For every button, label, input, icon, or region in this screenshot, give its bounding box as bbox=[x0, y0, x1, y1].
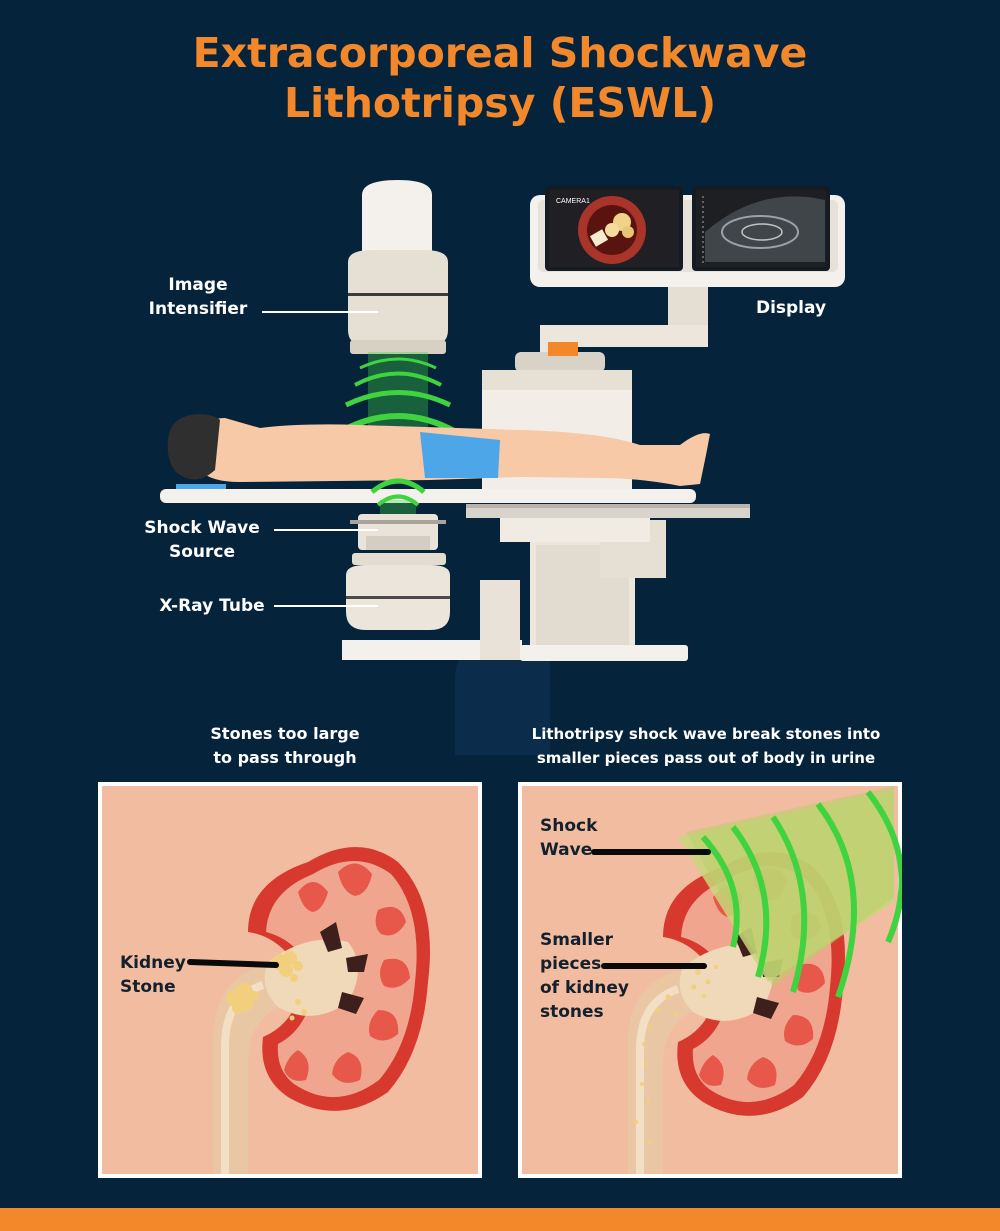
camera-label: CAMERA1 bbox=[556, 198, 590, 205]
smaller-stone-pieces bbox=[634, 965, 718, 1144]
background-watermark-shape bbox=[455, 640, 550, 755]
xray-tube bbox=[346, 553, 450, 630]
left-kidney-stones bbox=[226, 951, 307, 1021]
kidney-stone-leader bbox=[187, 959, 279, 968]
label-image-intensifier-line2: Intensifier bbox=[148, 299, 248, 319]
label-smaller-pieces: Smaller pieces of kidney stones bbox=[540, 928, 629, 1024]
label-smaller-pieces-line3: of kidney bbox=[540, 978, 630, 998]
upper-wave-beam bbox=[338, 352, 458, 437]
label-display: Display bbox=[755, 298, 827, 318]
label-image-intensifier-line1: Image bbox=[168, 275, 228, 295]
right-panel-caption: Lithotripsy shock wave break stones into… bbox=[506, 722, 906, 770]
treatment-table bbox=[160, 489, 750, 542]
patient bbox=[167, 414, 710, 492]
left-panel-caption-line2: to pass through bbox=[213, 748, 357, 767]
label-shock-wave-line1: Shock bbox=[540, 816, 598, 836]
shock-wave-beam bbox=[678, 786, 902, 998]
left-kidney-panel bbox=[98, 782, 482, 1178]
shock-wave-source bbox=[350, 478, 446, 550]
image-intensifier bbox=[348, 180, 448, 354]
label-smaller-pieces-line1: Smaller bbox=[540, 930, 613, 950]
label-image-intensifier: Image Intensifier bbox=[140, 273, 256, 321]
label-kidney-stone: Kidney Stone bbox=[120, 951, 186, 999]
label-kidney-stone-line2: Stone bbox=[120, 977, 176, 997]
right-panel-caption-line2: smaller pieces pass out of body in urine bbox=[536, 749, 876, 767]
label-shock-wave: Shock Wave bbox=[540, 814, 597, 862]
title-line-1: Extracorporeal Shockwave bbox=[192, 29, 808, 77]
label-shock-wave-source: Shock Wave Source bbox=[140, 516, 264, 564]
eswl-machine-illustration: CAMERA1 bbox=[160, 180, 845, 755]
footer-bar bbox=[0, 1208, 1000, 1231]
ultrasound-view bbox=[705, 196, 825, 262]
left-panel-caption: Stones too large to pass through bbox=[150, 722, 420, 770]
label-shock-wave-source-line1: Shock Wave bbox=[144, 518, 260, 538]
label-kidney-stone-line1: Kidney bbox=[120, 953, 186, 973]
title-line-2: Lithotripsy (ESWL) bbox=[283, 79, 717, 127]
right-panel-caption-line1: Lithotripsy shock wave break stones into bbox=[531, 725, 881, 743]
display-monitor: CAMERA1 bbox=[530, 186, 845, 287]
label-xray-tube: X-Ray Tube bbox=[159, 596, 265, 616]
label-smaller-pieces-line4: stones bbox=[540, 1002, 604, 1022]
page-title: Extracorporeal Shockwave Lithotripsy (ES… bbox=[0, 28, 1000, 128]
label-shock-wave-line2: Wave bbox=[540, 840, 593, 860]
label-shock-wave-source-line2: Source bbox=[168, 542, 236, 562]
left-panel-caption-line1: Stones too large bbox=[210, 724, 360, 743]
right-kidney-panel bbox=[518, 782, 902, 1178]
label-smaller-pieces-line2: pieces bbox=[540, 954, 602, 974]
display-arm bbox=[515, 285, 708, 385]
